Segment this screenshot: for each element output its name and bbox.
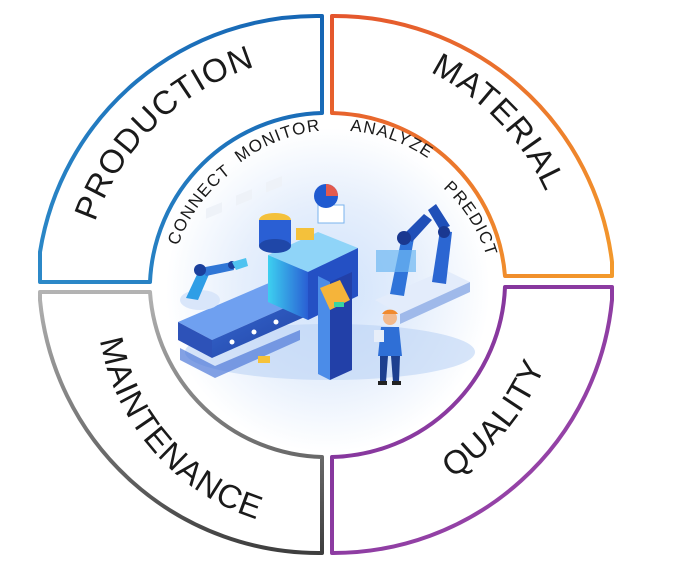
control-panel bbox=[318, 272, 352, 380]
worker-figure bbox=[374, 309, 402, 385]
right-robot-arms bbox=[375, 204, 470, 324]
left-robot-arm bbox=[180, 258, 248, 310]
quality-frame bbox=[330, 285, 614, 556]
factory-illustration bbox=[178, 176, 475, 385]
maintenance-frame bbox=[38, 290, 324, 556]
production-frame bbox=[38, 13, 324, 284]
material-frame bbox=[330, 13, 614, 278]
